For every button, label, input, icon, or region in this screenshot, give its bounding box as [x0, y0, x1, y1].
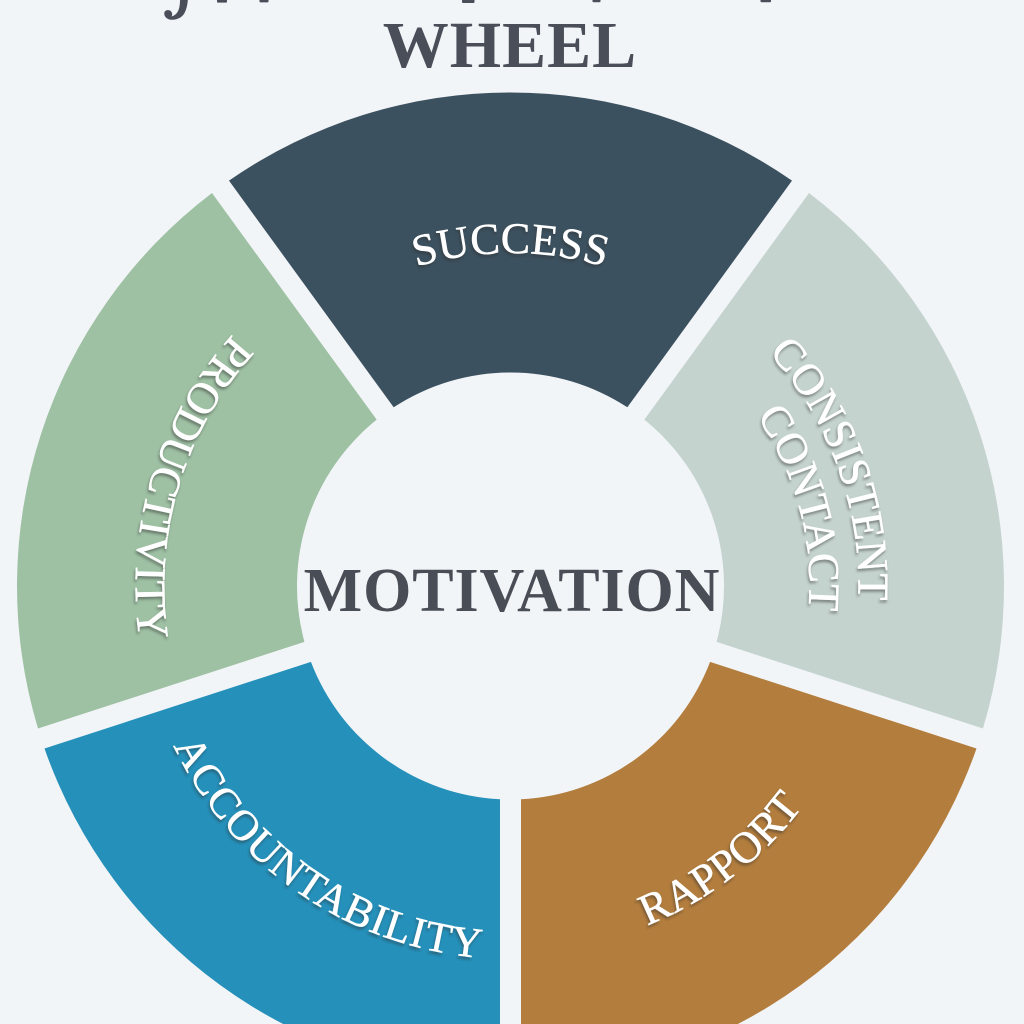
- svg-text:WHEEL: WHEEL: [383, 9, 637, 82]
- svg-text:SUCCESS: SUCCESS: [407, 214, 615, 276]
- svg-text:MOTIVATION: MOTIVATION: [304, 557, 721, 625]
